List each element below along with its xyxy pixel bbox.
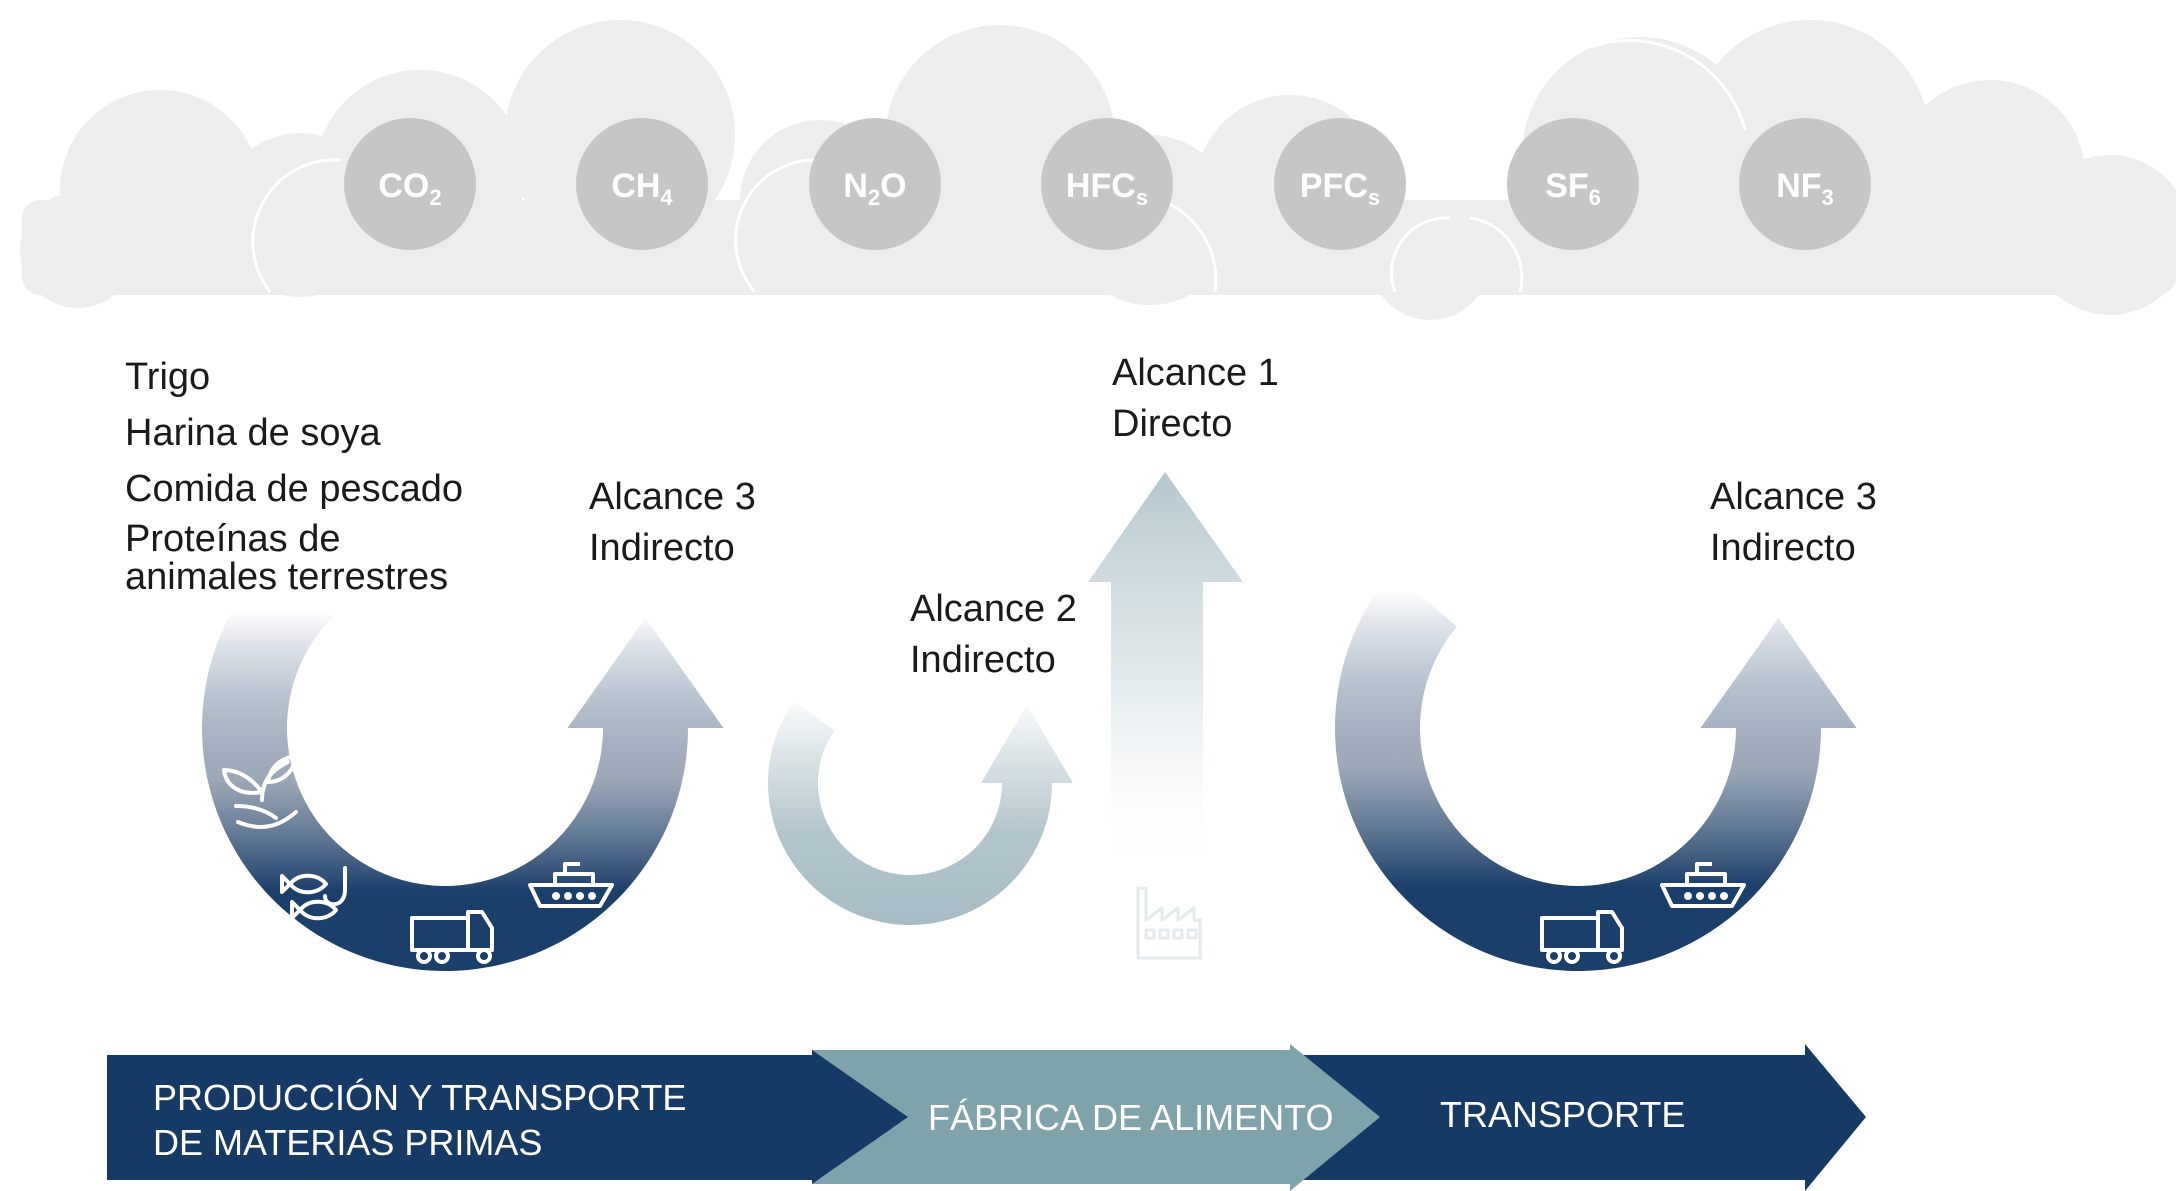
stage-factory-arrow [812, 1044, 1380, 1191]
scope1-up-arrow [1088, 472, 1243, 880]
scope-type: Indirecto [910, 639, 1056, 681]
stage-raw-arrow [107, 1050, 908, 1184]
gas-formula: SF6 [1545, 167, 1601, 210]
scope-title: Alcance 1 [1112, 352, 1279, 394]
plant-hand-icon [222, 754, 298, 829]
gas-formula: HFCs [1066, 167, 1148, 210]
materials-list: Trigo Harina de soya Comida de pescado P… [125, 352, 463, 596]
gas-circle: SF6 [1507, 118, 1639, 250]
factory-icon [1136, 886, 1202, 960]
scope3-left-label: Alcance 3 Indirecto [589, 472, 756, 574]
ring-arrow-shape [768, 701, 1073, 925]
gas-circle: HFCs [1041, 118, 1173, 250]
scope3-left-ring [201, 556, 724, 971]
stage-raw-label: PRODUCCIÓN Y TRANSPORTE DE MATERIAS PRIM… [153, 1075, 686, 1165]
stage-line: PRODUCCIÓN Y TRANSPORTE [153, 1077, 687, 1118]
gas-formula: N2O [843, 167, 906, 210]
scope2-ring [768, 701, 1073, 925]
ship-icon-right [1660, 862, 1746, 908]
gas-circles: CO2 CH4 N2O HFCs PFCs SF6 NF3 [344, 118, 1871, 250]
scope-title: Alcance 3 [1710, 476, 1877, 518]
scope2-label: Alcance 2 Indirecto [910, 584, 1077, 686]
cloud-outlines [251, 39, 1747, 293]
lightbulb-icon [872, 768, 948, 826]
scope-title: Alcance 2 [910, 588, 1077, 630]
gas-circle: N2O [809, 118, 941, 250]
gas-formula: CO2 [378, 167, 441, 210]
material-item: Proteínas de [125, 518, 341, 560]
gas-circle: CO2 [344, 118, 476, 250]
scope-title: Alcance 3 [589, 476, 756, 518]
ship-icon [528, 862, 614, 908]
stage-factory-label: FÁBRICA DE ALIMENTO [928, 1097, 1334, 1138]
scope-type: Indirecto [1710, 527, 1856, 569]
stage-transport-arrow [1290, 1044, 1866, 1191]
material-item: Harina de soya [125, 412, 381, 454]
truck-icon [410, 910, 494, 964]
truck-icon-right [1540, 910, 1624, 964]
scope1-label: Alcance 1 Directo [1112, 348, 1279, 450]
scope3-right-label: Alcance 3 Indirecto [1710, 472, 1877, 574]
scope3-right-ring [1335, 571, 1857, 972]
ring-arrow-shape [201, 556, 724, 971]
gas-formula: CH4 [611, 167, 673, 210]
scope-type: Directo [1112, 403, 1233, 445]
stage-line: DE MATERIAS PRIMAS [153, 1122, 543, 1163]
gas-circle: CH4 [576, 118, 708, 250]
scope-type: Indirecto [589, 527, 735, 569]
ring-arrow-shape [1335, 571, 1857, 972]
material-item: Comida de pescado [125, 468, 463, 510]
gas-formula: PFCs [1300, 167, 1380, 210]
stage-transport-label: TRANSPORTE [1440, 1094, 1686, 1135]
fish-hook-icon [280, 866, 347, 921]
material-item: animales terrestres [125, 556, 449, 598]
gas-formula: NF3 [1776, 167, 1834, 210]
material-item: Trigo [125, 356, 211, 398]
gas-circle: PFCs [1274, 118, 1406, 250]
gas-circle: NF3 [1739, 118, 1871, 250]
